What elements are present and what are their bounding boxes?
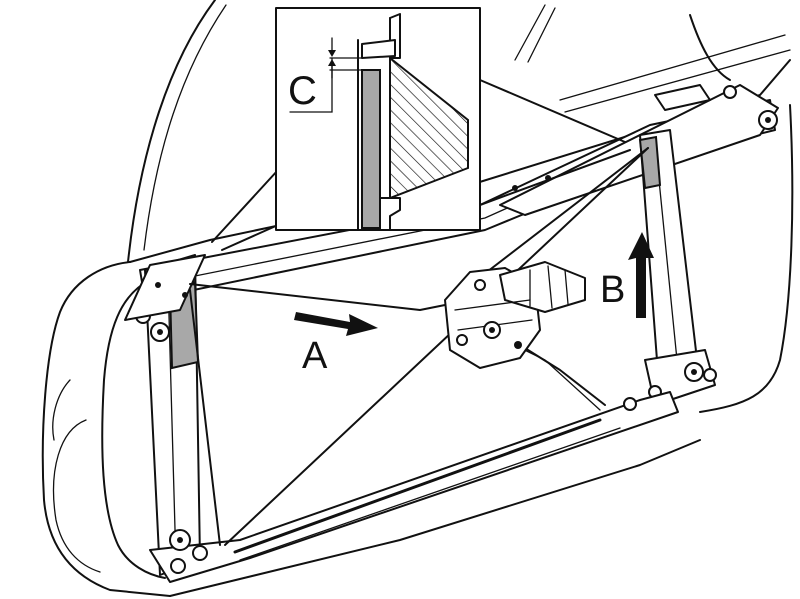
- left-guide-rail: [124, 254, 206, 576]
- arrow-b: [628, 232, 654, 318]
- door-outline: [41, 0, 794, 597]
- label-b: B: [600, 269, 625, 311]
- lower-rail: [149, 391, 679, 583]
- arrow-a: [294, 312, 378, 336]
- upper-rail: [139, 84, 779, 301]
- label-a: A: [302, 335, 328, 377]
- detail-inset: C: [211, 7, 631, 251]
- regulator-motor: [444, 261, 586, 369]
- label-c: C: [288, 69, 317, 113]
- seal-strip: [361, 69, 381, 229]
- right-guide-rail: [638, 129, 717, 406]
